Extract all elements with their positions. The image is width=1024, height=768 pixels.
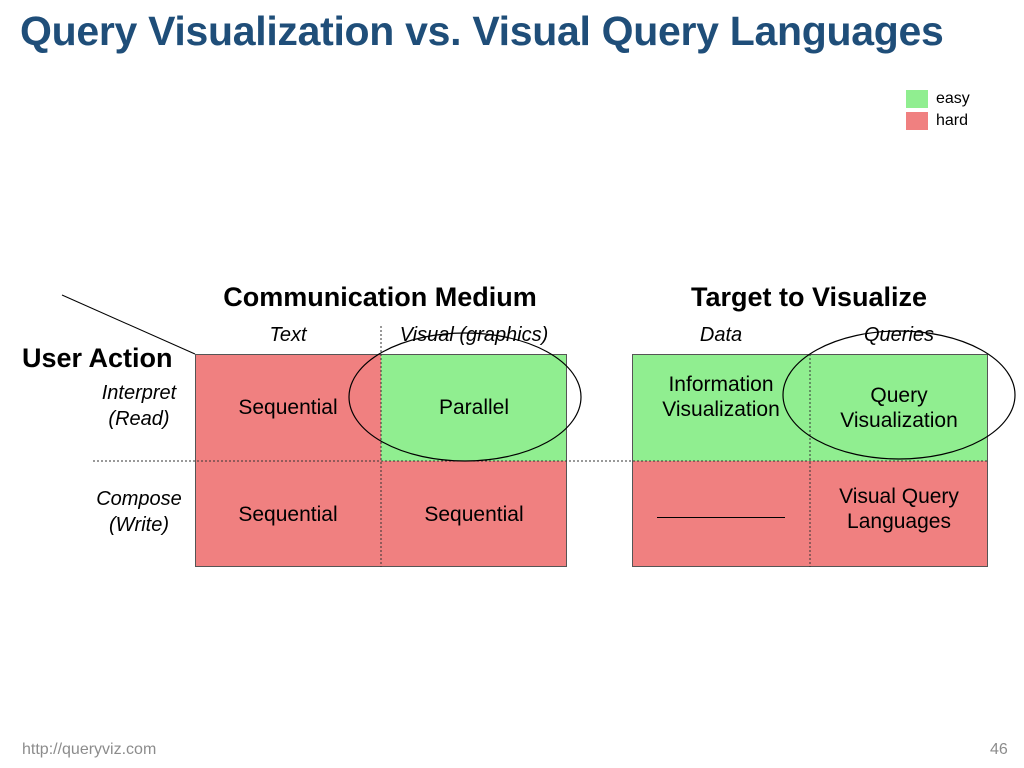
page-number: 46 — [990, 741, 1008, 758]
cell-visual-compose-label: Sequential — [424, 502, 524, 526]
legend-label-easy: easy — [936, 90, 970, 107]
cell-data-compose — [632, 461, 810, 567]
row-label-compose-line2: (Write) — [109, 514, 169, 536]
legend-item-hard: hard — [906, 112, 968, 130]
column-header-data: Data — [699, 324, 743, 346]
cell-visual-interpret: Parallel — [381, 354, 567, 461]
slide-title: Query Visualization vs. Visual Query Lan… — [20, 8, 944, 54]
cell-visual-interpret-label: Parallel — [438, 396, 510, 419]
cell-queries-interpret: Query Visualization — [810, 354, 988, 461]
diagonal-corner-line — [61, 294, 196, 355]
cell-queries-compose-line1: Visual Query — [839, 485, 959, 508]
row-label-compose-line1: Compose — [96, 488, 182, 510]
legend-item-easy: easy — [906, 90, 970, 108]
cell-queries-interpret-line1: Query — [870, 383, 928, 407]
user-action-label: User Action — [22, 343, 173, 373]
target-to-visualize-heading: Target to Visualize — [690, 282, 928, 312]
legend-swatch-easy — [906, 90, 928, 108]
highlight-ellipse-query-visualization — [782, 330, 1016, 460]
row-label-interpret: Interpret (Read) — [84, 380, 194, 432]
cell-text-compose: Sequential — [195, 461, 381, 567]
cell-queries-interpret-line2: Visualization — [840, 408, 958, 432]
communication-medium-heading: Communication Medium — [223, 282, 537, 312]
cell-visual-compose: Sequential — [381, 461, 567, 567]
cell-data-interpret-line1: Information — [668, 372, 774, 396]
cell-data-interpret: Information Visualization — [632, 354, 810, 461]
cell-data-interpret-line2: Visualization — [662, 397, 780, 421]
row-label-compose: Compose (Write) — [84, 486, 194, 538]
legend-swatch-hard — [906, 112, 928, 130]
column-header-text: Text — [269, 324, 307, 346]
legend-label-hard: hard — [936, 112, 969, 129]
cell-queries-compose: Visual Query Languages — [810, 461, 988, 567]
column-header-queries: Queries — [863, 324, 935, 346]
cell-text-interpret-label: Sequential — [238, 396, 338, 419]
footer-url: http://queryviz.com — [22, 741, 157, 758]
cell-text-compose-label: Sequential — [238, 502, 338, 526]
highlight-ellipse-parallel — [348, 332, 582, 462]
cell-queries-compose-line2: Languages — [847, 510, 951, 533]
row-label-interpret-line2: (Read) — [108, 408, 170, 430]
cell-data-compose-blank-line — [657, 516, 785, 518]
column-header-visual: Visual (graphics) — [399, 324, 549, 346]
row-label-interpret-line1: Interpret — [101, 382, 177, 404]
